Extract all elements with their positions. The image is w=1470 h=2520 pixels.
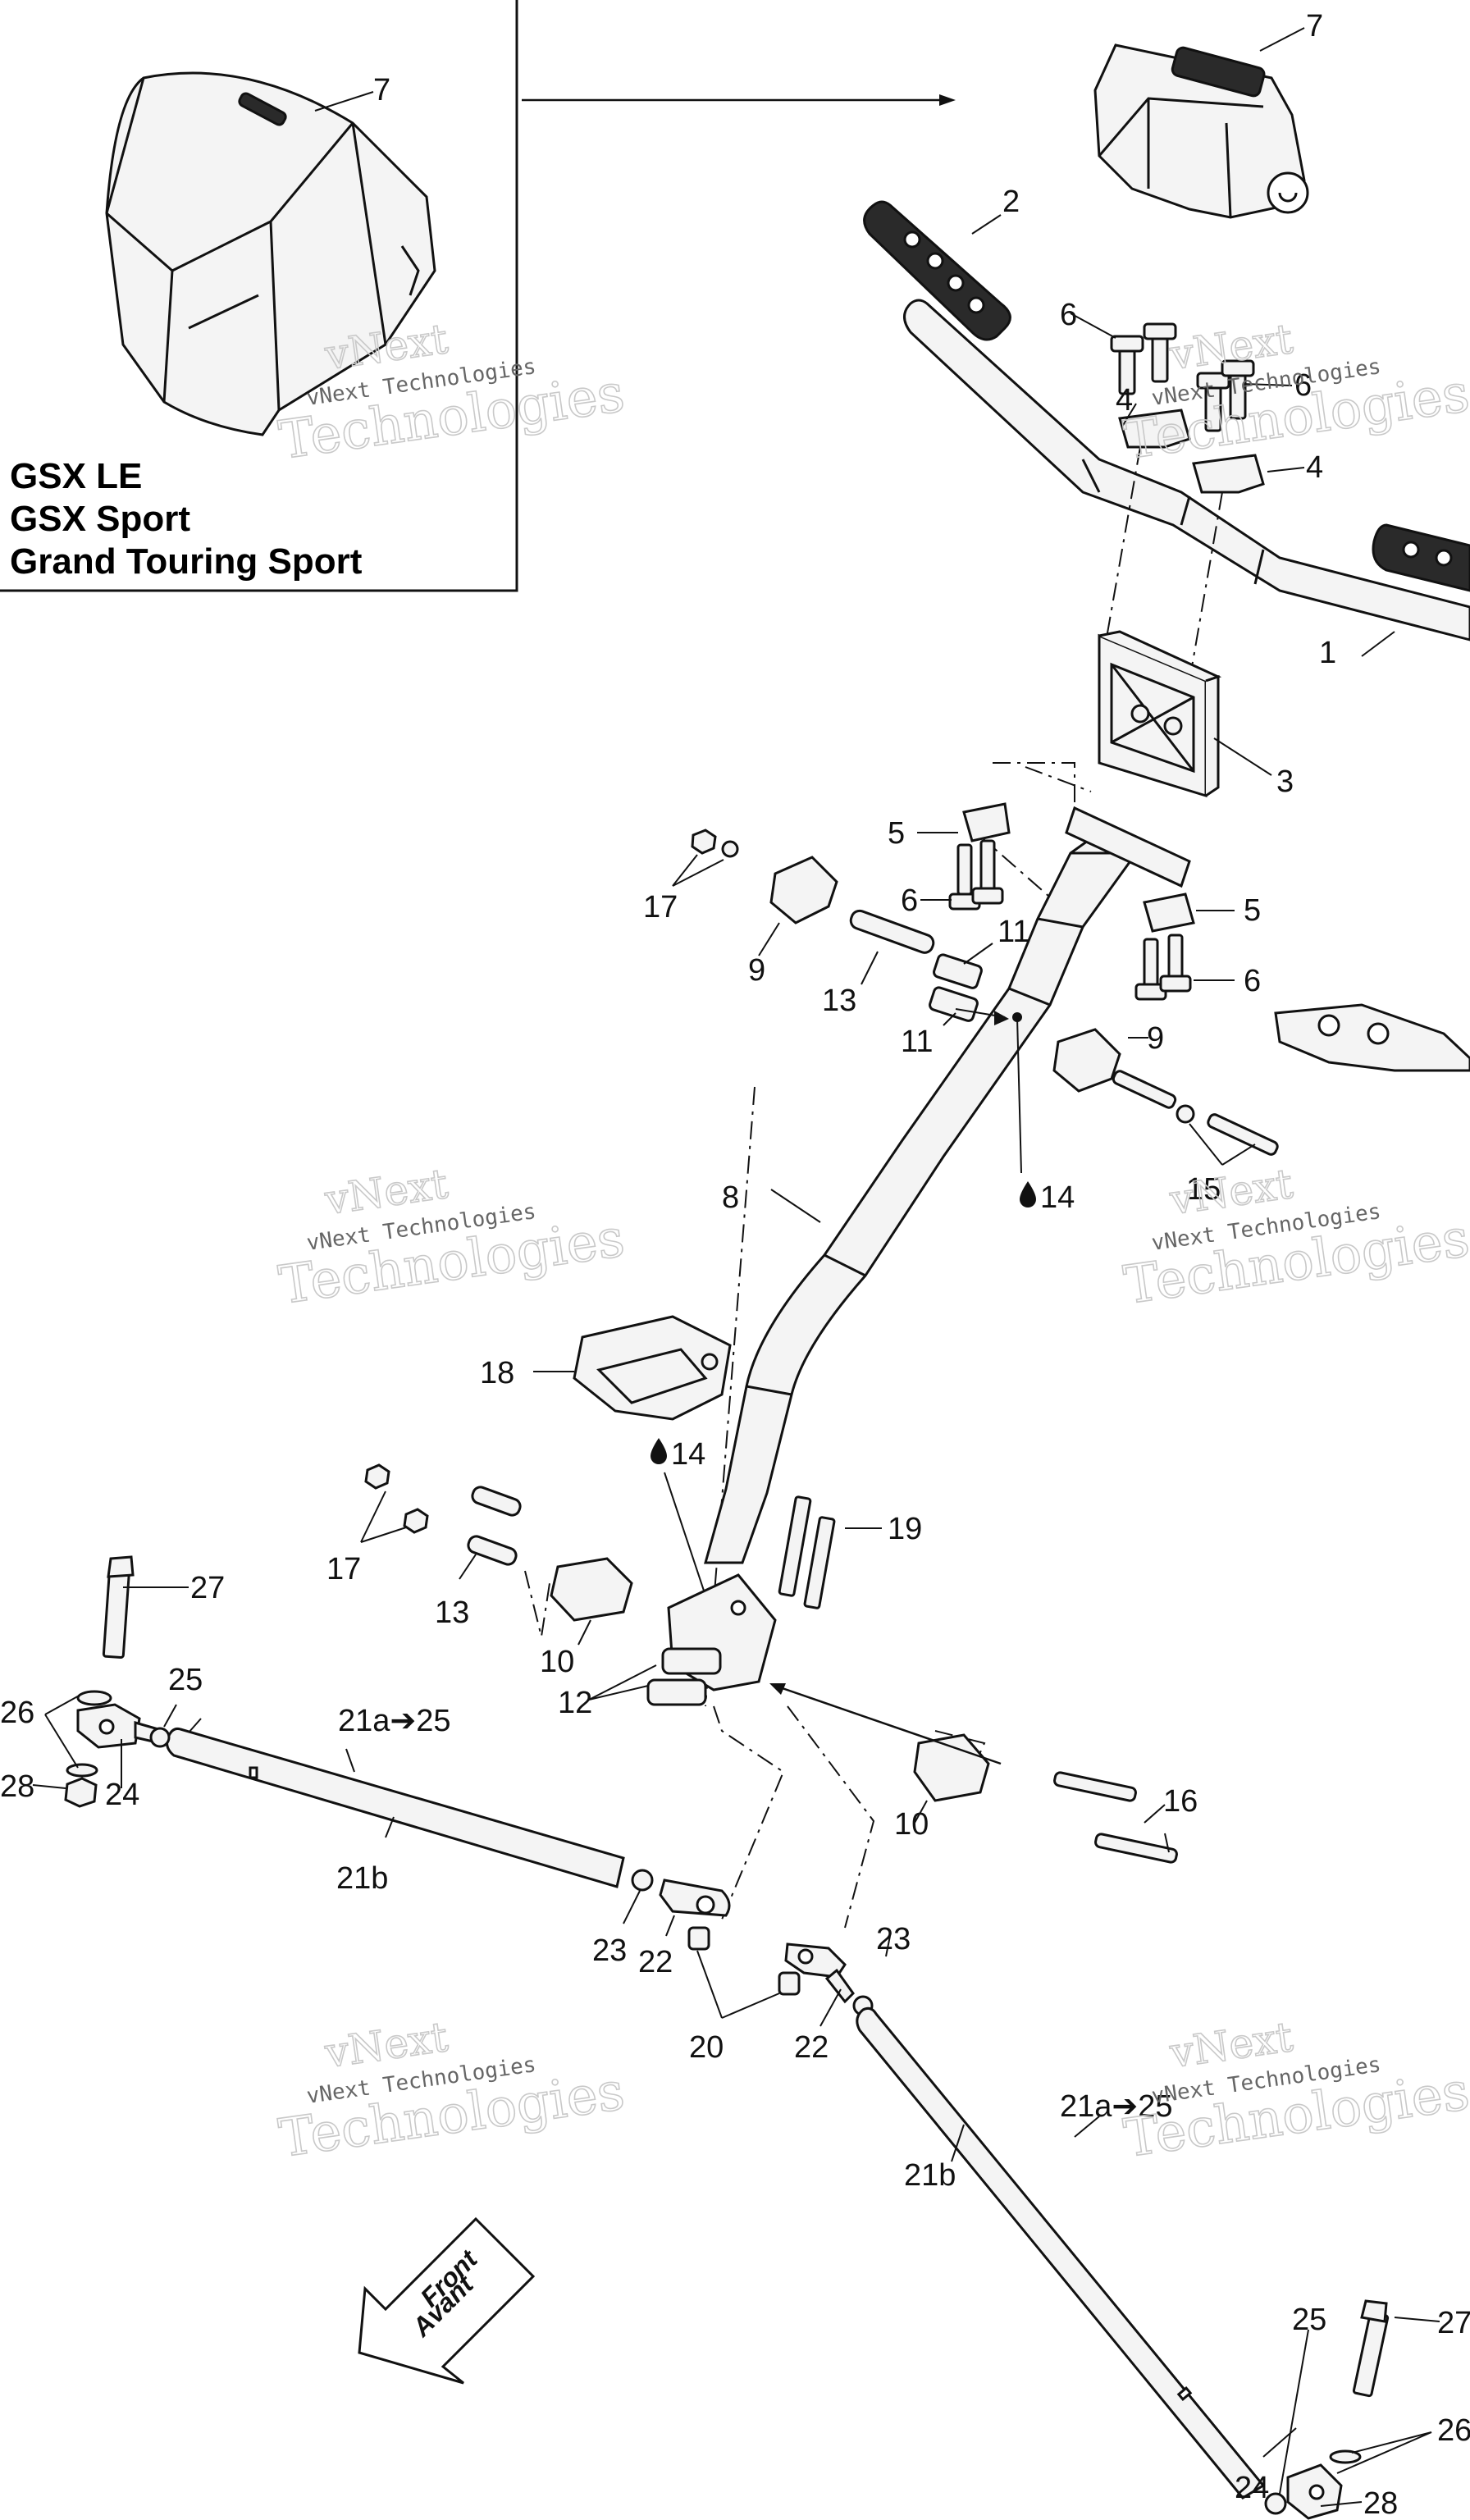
- callout-1: 1: [1319, 636, 1336, 670]
- column-bolts: [778, 1495, 836, 1609]
- callout-22-left: 22: [638, 1945, 673, 1979]
- callout-7-inset: 7: [373, 73, 390, 107]
- callout-5-upper: 5: [888, 816, 905, 851]
- callout-23-left: 23: [592, 1933, 627, 1968]
- callout-2: 2: [1002, 185, 1020, 219]
- column-clamps-upper: [948, 802, 1195, 1001]
- callout-18: 18: [480, 1356, 514, 1390]
- lower-left-bushing-parts: [364, 1463, 633, 1622]
- upper-clamp-caps: [1118, 409, 1265, 494]
- front-direction-arrow: Front Avant: [358, 2216, 536, 2385]
- model-label: GSX Sport: [10, 499, 191, 539]
- watermark-3: vNext vNext Technologies Technologies: [275, 1159, 628, 1317]
- column-pad: [573, 1315, 732, 1421]
- callout-5-lower: 5: [1244, 893, 1261, 928]
- callout-13-upper: 13: [822, 984, 856, 1018]
- callout-21b-right: 21b: [904, 2158, 956, 2193]
- callout-21a-right: 21a➔25: [1060, 2089, 1173, 2124]
- inset-pointer-arrow: [522, 94, 956, 106]
- callout-26-left: 26: [0, 1696, 34, 1730]
- callout-16: 16: [1163, 1784, 1198, 1819]
- callout-15: 15: [1186, 1172, 1221, 1207]
- callout-4-left: 4: [1116, 383, 1133, 418]
- column-lower-bracket: [646, 1573, 777, 1706]
- watermark-4: vNext vNext Technologies Technologies: [1120, 1159, 1470, 1317]
- upper-bushing-parts: [691, 829, 983, 1022]
- callout-28-left: 28: [0, 1769, 34, 1804]
- callout-25-right: 25: [1292, 2303, 1326, 2337]
- watermark-5: vNext vNext Technologies Technologies: [275, 2012, 628, 2171]
- callout-25-left: 25: [168, 1663, 203, 1697]
- callout-6-upper-right: 6: [1294, 368, 1312, 403]
- handlebar-riser: [1098, 630, 1222, 798]
- callout-11-lower: 11: [901, 1025, 933, 1059]
- callout-22-right: 22: [794, 2030, 829, 2065]
- upper-clamp-bolts: [1110, 322, 1255, 432]
- watermark-6: vNext vNext Technologies Technologies: [1120, 2012, 1470, 2171]
- callout-3: 3: [1276, 765, 1294, 799]
- callout-14-upper: 14: [1040, 1180, 1075, 1215]
- right-bushing-parts: [1052, 1003, 1470, 1156]
- handlebar-grip-right: [1372, 523, 1470, 592]
- lower-right-clamp-parts: [913, 1733, 1178, 1864]
- handlebar-pad-cover-large: [105, 71, 436, 436]
- callout-12: 12: [558, 1686, 592, 1720]
- callout-24-left: 24: [105, 1778, 139, 1812]
- callout-27-left: 27: [190, 1571, 225, 1605]
- callout-24-right: 24: [1235, 2471, 1269, 2505]
- inset-panel: 7: [0, 0, 518, 592]
- tie-rod-right: [784, 1942, 1390, 2520]
- grease-drop-icon-upper: [1020, 1181, 1036, 1208]
- callout-10-left: 10: [540, 1645, 574, 1679]
- callout-23-right: 23: [876, 1922, 911, 1956]
- callout-17-lower: 17: [326, 1552, 361, 1586]
- callout-4-right: 4: [1306, 450, 1323, 485]
- grease-drop-icon-lower: [651, 1438, 667, 1464]
- callout-21a-left: 21a➔25: [338, 1704, 451, 1738]
- handlebar-tube: [903, 299, 1470, 641]
- callout-6-lower-left: 6: [901, 883, 918, 918]
- callout-10-right: 10: [894, 1807, 929, 1842]
- callout-27-right: 27: [1437, 2306, 1470, 2340]
- steering-column: [704, 806, 1191, 1564]
- tie-rod-left: [64, 1555, 801, 1996]
- callout-19: 19: [888, 1512, 922, 1546]
- callout-9-right: 9: [1147, 1021, 1164, 1056]
- callout-20: 20: [689, 2030, 724, 2065]
- model-label: GSX LE: [10, 456, 143, 496]
- callout-6-lower-right: 6: [1244, 964, 1261, 998]
- callout-6-upper-left: 6: [1060, 298, 1077, 332]
- inset-model-list: GSX LE GSX Sport Grand Touring Sport: [10, 455, 518, 583]
- callout-26-right: 26: [1437, 2413, 1470, 2448]
- callout-7: 7: [1306, 9, 1323, 43]
- handlebar-grip-left: [863, 200, 1011, 341]
- callout-11-upper: 11: [998, 915, 1029, 949]
- handlebar-pad-cover: [1093, 43, 1309, 219]
- callout-21b-left: 21b: [336, 1861, 388, 1896]
- callout-8: 8: [722, 1180, 739, 1215]
- callout-9-left: 9: [748, 953, 765, 988]
- callout-17-upper: 17: [643, 890, 678, 924]
- callout-14-lower: 14: [671, 1437, 705, 1472]
- model-label: Grand Touring Sport: [10, 541, 363, 582]
- callout-13-lower: 13: [435, 1596, 469, 1630]
- callout-28-right: 28: [1363, 2486, 1398, 2520]
